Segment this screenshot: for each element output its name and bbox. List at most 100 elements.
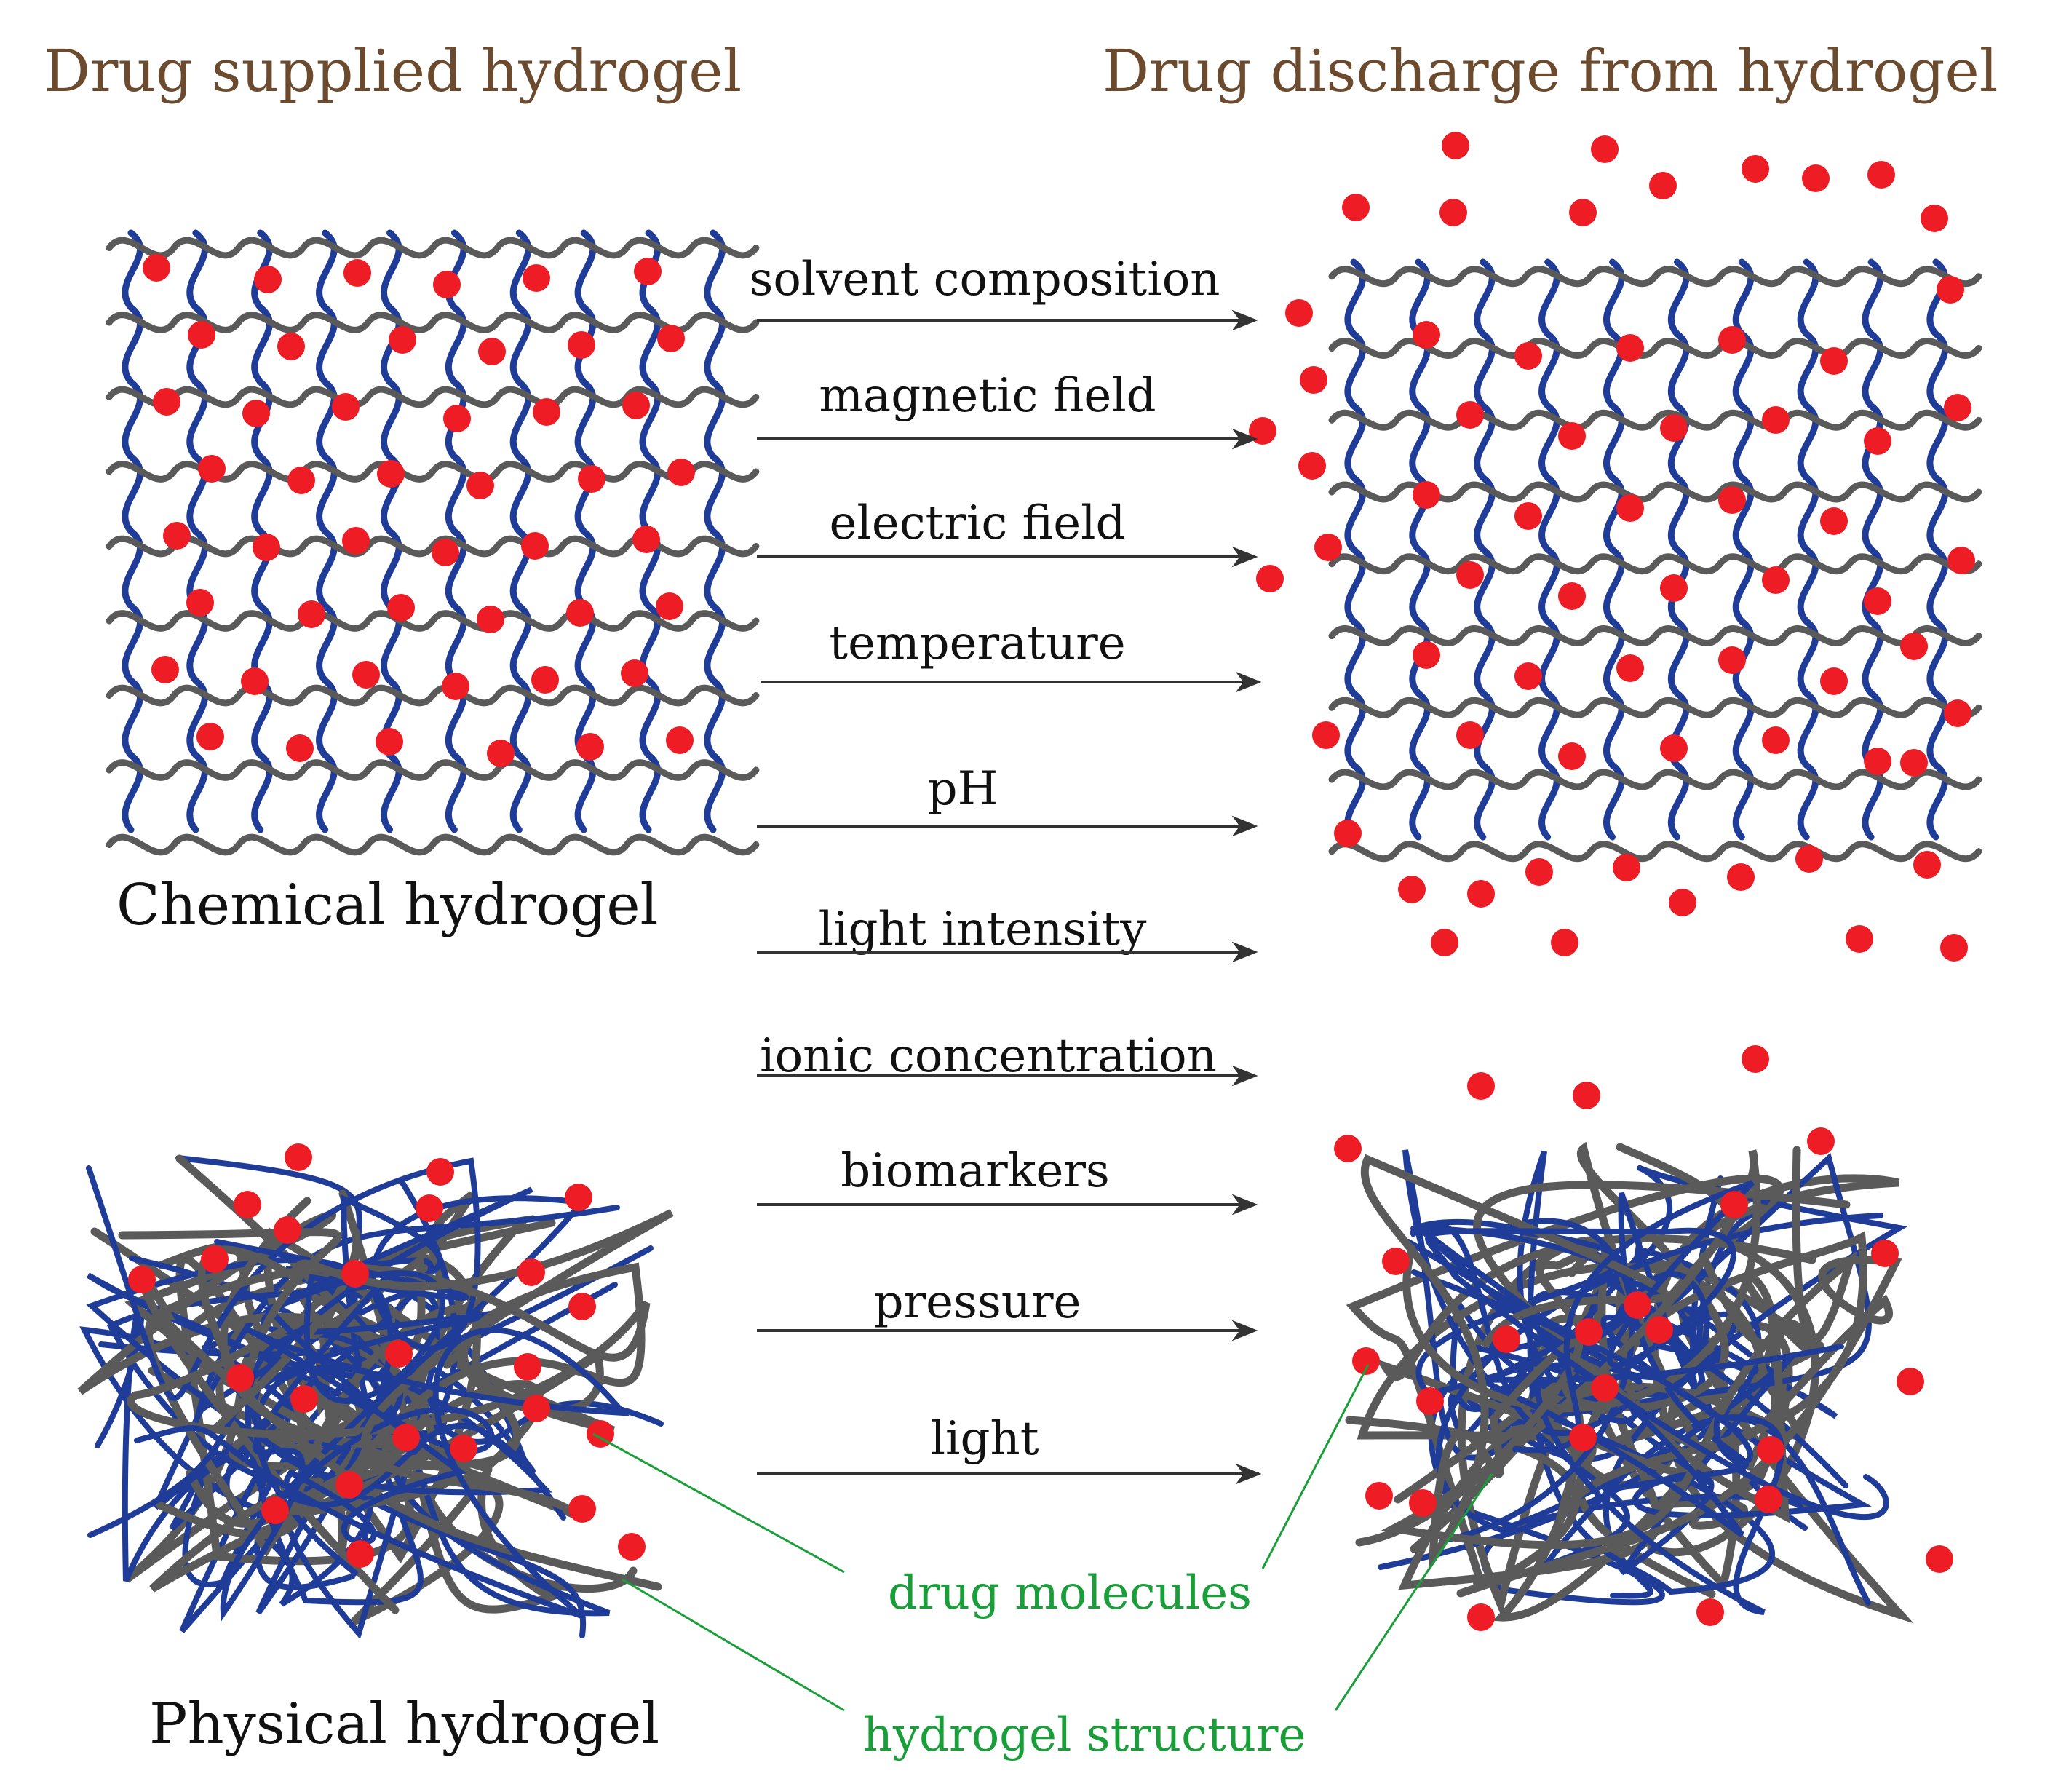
drug-molecule xyxy=(385,1340,413,1368)
drug-molecule xyxy=(1382,1248,1410,1275)
drug-molecule xyxy=(1569,199,1597,226)
drug-molecule xyxy=(1944,394,1971,421)
drug-molecule xyxy=(568,331,595,359)
polymer-strand-gray xyxy=(1328,481,1982,503)
physical-hydrogel-network-loaded xyxy=(77,1143,674,1640)
drug-molecule xyxy=(1442,132,1469,159)
drug-molecule xyxy=(514,1353,541,1381)
drug-molecule xyxy=(1439,199,1467,226)
drug-molecule xyxy=(285,1143,312,1171)
drug-molecule xyxy=(531,666,559,694)
drug-molecule xyxy=(1864,427,1891,455)
drug-molecule xyxy=(376,728,403,756)
drug-molecule xyxy=(1762,726,1790,754)
drug-molecule xyxy=(416,1194,443,1222)
drug-molecule xyxy=(1762,566,1790,594)
stimulus-light: light xyxy=(757,1412,1262,1485)
drug-molecule xyxy=(1846,925,1873,953)
polymer-strand-gray xyxy=(106,237,760,259)
drug-molecule xyxy=(1591,135,1619,163)
drug-molecule xyxy=(426,1158,454,1186)
polymer-strand-gray xyxy=(1456,1181,1902,1598)
drug-molecule xyxy=(1334,820,1362,847)
polymer-strand-blue xyxy=(1797,258,1819,841)
drug-molecule xyxy=(1669,889,1696,916)
drug-molecule xyxy=(332,393,360,421)
drug-molecule xyxy=(261,1496,289,1524)
drug-molecule xyxy=(234,1191,261,1218)
drug-molecule xyxy=(1456,721,1484,749)
drug-molecule xyxy=(1249,417,1276,445)
drug-molecule xyxy=(621,659,648,687)
drug-molecule xyxy=(1900,633,1928,660)
drug-molecule xyxy=(442,673,469,700)
stimulus-label: solvent composition xyxy=(750,253,1220,306)
drug-molecule xyxy=(241,667,269,695)
polymer-strand-gray xyxy=(1328,697,1982,718)
drug-molecule xyxy=(392,1424,420,1451)
drug-molecule xyxy=(1431,929,1458,956)
drug-molecule xyxy=(1624,1291,1651,1319)
polymer-strand-gray xyxy=(1328,266,1982,288)
polymer-strand-gray xyxy=(1328,841,1982,863)
drug-molecule xyxy=(1864,748,1891,775)
drug-molecule xyxy=(342,527,370,555)
drug-molecule xyxy=(1575,1318,1603,1346)
callout-leaders xyxy=(592,1364,1493,1712)
stimulus-magnetic-field: magnetic field xyxy=(757,369,1258,450)
drug-molecule xyxy=(1398,876,1426,903)
heading-drug-supplied: Drug supplied hydrogel xyxy=(44,37,742,105)
drug-molecule xyxy=(1897,1368,1924,1395)
drug-molecule xyxy=(1314,534,1342,561)
drug-molecule xyxy=(1645,1316,1673,1344)
stimulus-label: electric field xyxy=(829,496,1125,550)
polymer-strand-gray xyxy=(106,759,760,781)
stimuli-list: solvent composition magnetic field elect… xyxy=(750,253,1262,1485)
drug-molecule xyxy=(1456,561,1484,589)
label-chemical-hydrogel: Chemical hydrogel xyxy=(116,873,658,938)
drug-molecule xyxy=(466,472,494,499)
drug-molecule xyxy=(1820,507,1848,535)
drug-molecule xyxy=(1944,699,1971,727)
drug-molecule xyxy=(666,726,694,754)
polymer-strand-gray xyxy=(106,312,760,333)
drug-molecule xyxy=(1591,1374,1619,1402)
stimulus-pressure: pressure xyxy=(757,1275,1258,1341)
drug-molecule xyxy=(1334,1135,1362,1162)
drug-molecule xyxy=(1616,334,1644,362)
stimulus-label: temperature xyxy=(829,617,1125,670)
stimulus-solvent-composition: solvent composition xyxy=(750,253,1258,331)
polymer-strand-gray xyxy=(1328,769,1982,790)
drug-molecule xyxy=(1616,494,1644,522)
drug-molecule xyxy=(1413,481,1440,509)
drug-molecule xyxy=(1551,929,1578,956)
drug-molecule xyxy=(186,589,214,617)
drug-molecule xyxy=(517,1258,545,1286)
drug-molecule xyxy=(1365,1482,1393,1510)
drug-molecule xyxy=(1573,1082,1600,1109)
polymer-strand-gray xyxy=(1328,409,1982,431)
drug-molecule xyxy=(1649,172,1677,199)
drug-molecule xyxy=(1416,1387,1444,1415)
drug-molecule xyxy=(1864,587,1891,615)
polymer-strand-blue xyxy=(574,229,597,833)
drug-molecule xyxy=(478,338,506,365)
heading-drug-discharge: Drug discharge from hydrogel xyxy=(1103,37,1998,105)
polymer-strand-gray xyxy=(1355,1154,1669,1573)
polymer-strand-gray xyxy=(1328,338,1982,359)
drug-molecule xyxy=(1937,276,1964,304)
drug-molecule xyxy=(1352,1347,1380,1375)
drug-molecule xyxy=(487,740,515,767)
drug-molecule xyxy=(1514,502,1542,530)
drug-molecule xyxy=(632,526,660,553)
drug-molecule xyxy=(254,266,282,293)
drug-molecule xyxy=(533,398,560,426)
drug-molecule xyxy=(523,1395,550,1422)
drug-molecule xyxy=(568,1293,596,1320)
polymer-strand-blue xyxy=(1732,258,1755,841)
leader-structure-right xyxy=(1334,1473,1493,1711)
drug-molecule xyxy=(1660,574,1688,602)
stimulus-label: biomarkers xyxy=(841,1144,1110,1198)
drug-molecule xyxy=(1660,414,1688,442)
callout-drug-molecules: drug molecules xyxy=(888,1566,1252,1620)
